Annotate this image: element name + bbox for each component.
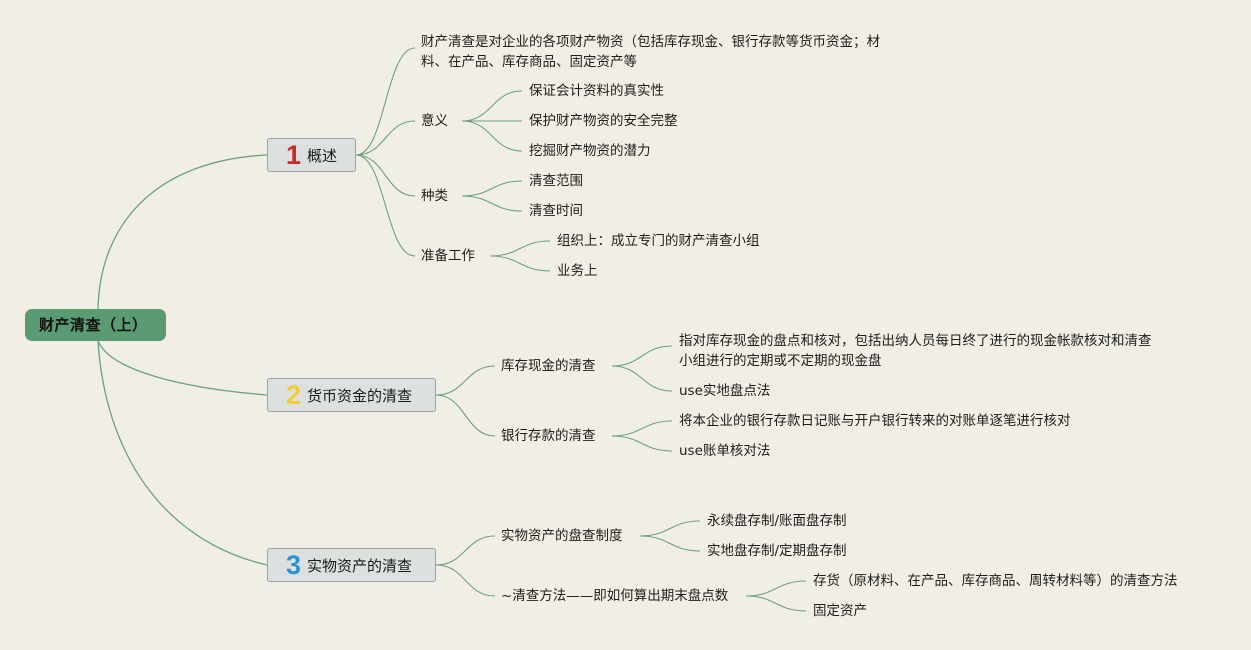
overview-definition-line2: 料、在产品、库存商品、固定资产等 (421, 54, 637, 70)
types-item-1[interactable]: 清查范围 (529, 173, 583, 189)
significance-item-1[interactable]: 保证会计资料的真实性 (529, 83, 664, 99)
edge-b2-bank (435, 394, 496, 437)
edge-prep-1 (489, 240, 551, 257)
significance-item-2[interactable]: 保护财产物资的安全完整 (529, 113, 678, 129)
cash-desc-line1: 指对库存现金的盘点和核对，包括出纳人员每日终了进行的现金帐款核对和清查 (679, 333, 1152, 349)
branch-monetary-funds[interactable]: 2 货币资金的清查 (267, 378, 436, 412)
edge-cash-method (611, 365, 673, 392)
system-item-1[interactable]: 永续盘存制/账面盘存制 (707, 513, 847, 529)
edge-cash-desc (611, 345, 673, 367)
edge-method-1 (745, 580, 807, 597)
node-preparation[interactable]: 准备工作 (421, 248, 475, 264)
preparation-item-2[interactable]: 业务上 (557, 263, 598, 279)
node-check-method[interactable]: ~清查方法——即如何算出期末盘点数 (501, 588, 729, 604)
edge-sig-3 (461, 120, 523, 152)
edge-prep-2 (489, 255, 551, 272)
edge-bank-desc (611, 420, 673, 437)
edge-root-branch2 (97, 340, 268, 396)
edge-b3-system (435, 535, 496, 566)
edge-sig-1 (461, 90, 523, 122)
edge-root-branch3 (97, 340, 268, 566)
branch-physical-assets[interactable]: 3 实物资产的清查 (267, 548, 436, 582)
edge-b1-preparation (355, 154, 416, 257)
system-item-2[interactable]: 实地盘存制/定期盘存制 (707, 543, 847, 559)
cash-method[interactable]: use实地盘点法 (679, 383, 771, 399)
number-2-badge: 2 (286, 379, 302, 410)
edge-method-2 (745, 595, 807, 612)
edge-b1-definition (355, 47, 416, 156)
node-inventory-system[interactable]: 实物资产的盘查制度 (501, 528, 623, 544)
node-types[interactable]: 种类 (421, 188, 448, 204)
significance-item-3[interactable]: 挖掘财产物资的潜力 (529, 143, 651, 159)
number-1-badge: 1 (286, 139, 302, 170)
method-item-1[interactable]: 存货（原材料、在产品、库存商品、周转材料等）的清查方法 (813, 573, 1178, 589)
branch-monetary-funds-label: 货币资金的清查 (307, 386, 413, 405)
types-item-2[interactable]: 清查时间 (529, 203, 583, 219)
bank-method[interactable]: use账单核对法 (679, 443, 771, 459)
branch-overview-label: 概述 (307, 146, 338, 165)
edge-system-2 (639, 535, 701, 552)
edge-types-2 (461, 195, 523, 212)
edge-b1-significance (355, 120, 416, 156)
preparation-item-1[interactable]: 组织上：成立专门的财产清查小组 (557, 233, 760, 249)
cash-desc-line2: 小组进行的定期或不定期的现金盘 (679, 353, 882, 369)
edge-types-1 (461, 180, 523, 197)
method-item-2[interactable]: 固定资产 (813, 603, 867, 619)
edge-bank-method (611, 435, 673, 452)
edge-root-branch1 (97, 154, 268, 310)
edge-b1-types (355, 154, 416, 197)
number-3-badge: 3 (286, 549, 302, 580)
node-bank-check[interactable]: 银行存款的清查 (501, 428, 596, 444)
node-significance[interactable]: 意义 (421, 113, 448, 129)
edge-system-1 (639, 520, 701, 537)
branch-physical-assets-label: 实物资产的清查 (307, 556, 413, 575)
node-cash-check[interactable]: 库存现金的清查 (501, 358, 596, 374)
overview-definition-line1: 财产清查是对企业的各项财产物资（包括库存现金、银行存款等货币资金；材 (421, 34, 880, 50)
edge-b2-cash (435, 365, 496, 396)
root-node[interactable]: 财产清查（上） (25, 309, 166, 341)
branch-overview[interactable]: 1 概述 (267, 138, 356, 172)
edge-b3-method (435, 564, 496, 597)
bank-desc[interactable]: 将本企业的银行存款日记账与开户银行转来的对账单逐笔进行核对 (679, 413, 1071, 429)
